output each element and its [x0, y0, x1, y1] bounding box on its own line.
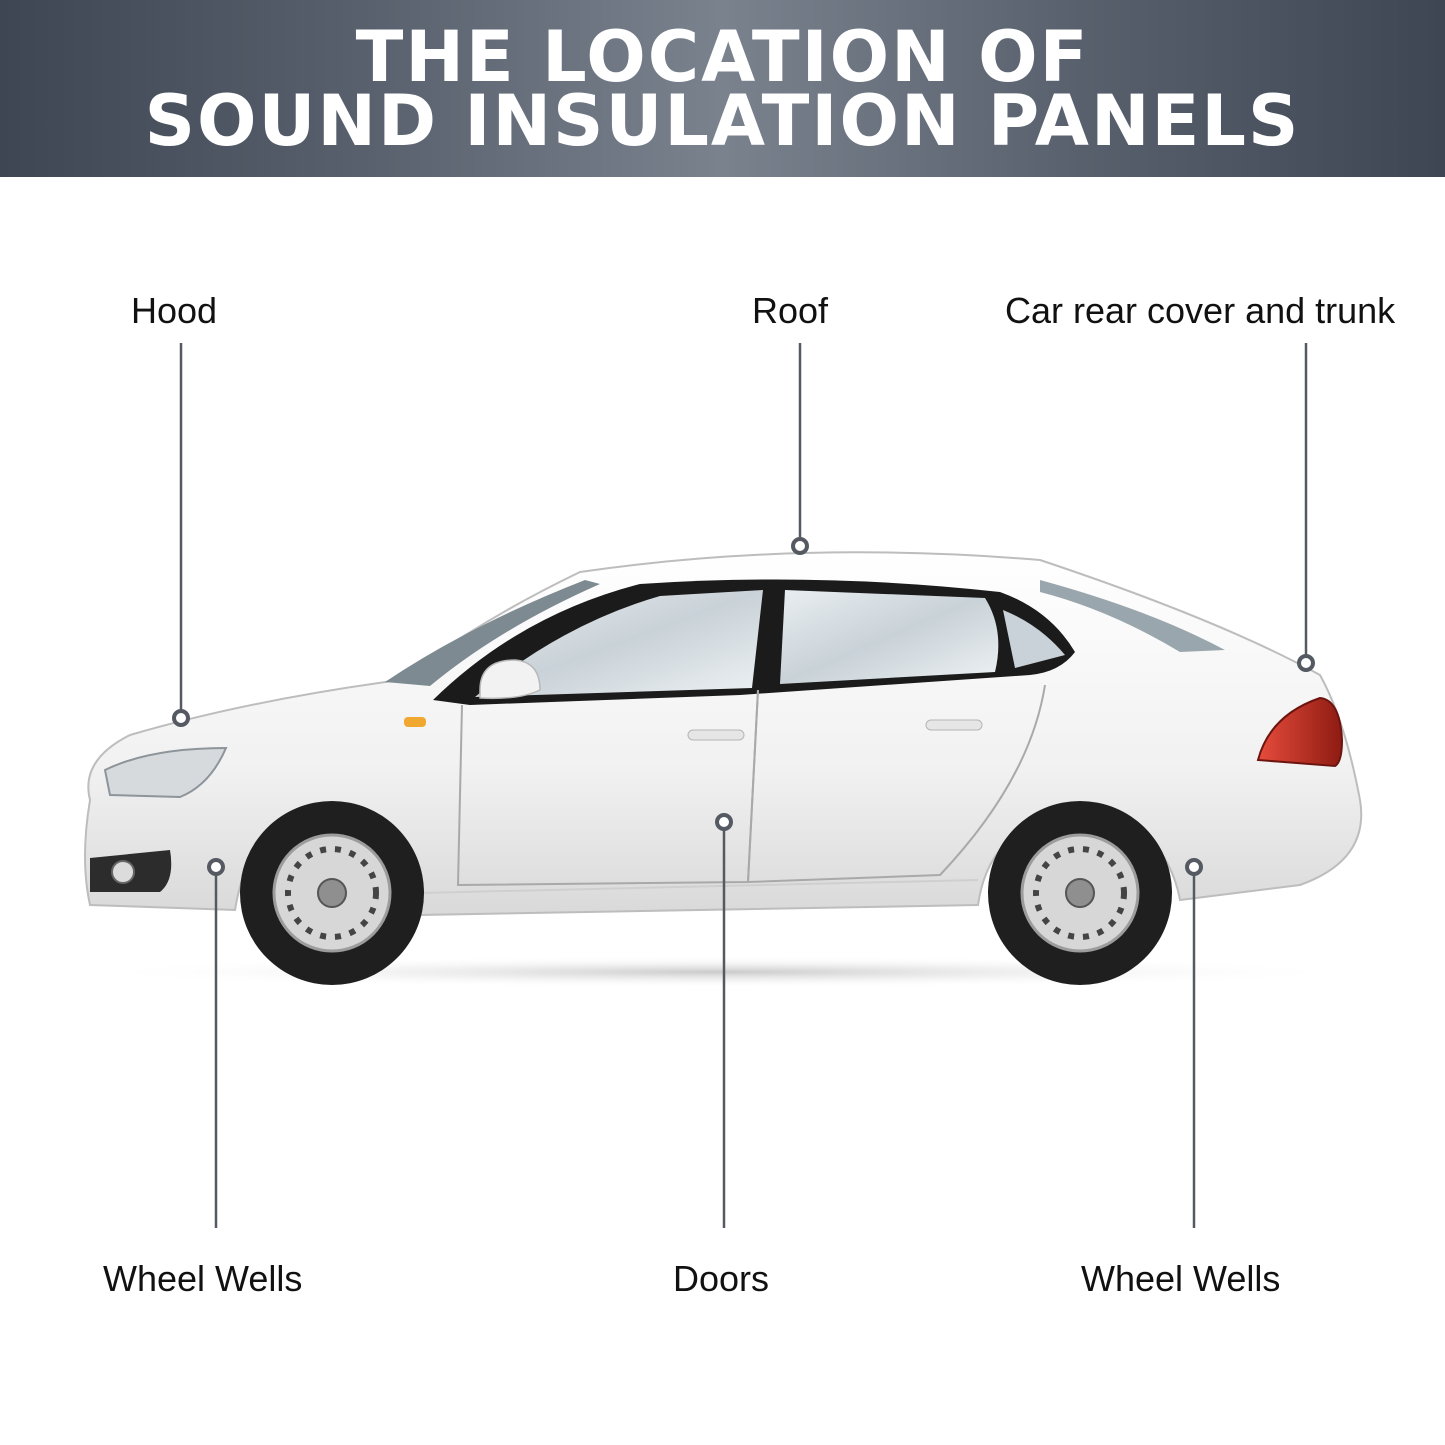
wheel-wells-front-label: Wheel Wells	[103, 1258, 303, 1299]
side-mirror	[479, 659, 541, 700]
title-banner: THE LOCATION OF SOUND INSULATION PANELS	[0, 0, 1445, 177]
wheel-wells-front-marker	[207, 858, 225, 876]
rear-window-glass	[780, 590, 999, 684]
rear-door-handle	[925, 719, 983, 731]
quarter-window-glass	[1003, 610, 1065, 668]
fog-lamp	[111, 860, 135, 884]
sill-line	[419, 879, 979, 894]
doors-marker	[715, 813, 733, 831]
rear-door-outline	[746, 684, 1046, 884]
wheel-wells-rear-label: Wheel Wells	[1081, 1258, 1281, 1299]
doors-label: Doors	[673, 1258, 770, 1299]
windshield	[385, 580, 600, 686]
roof-label: Roof	[752, 290, 829, 331]
rear-wheel	[988, 801, 1172, 985]
tail-light	[1256, 696, 1344, 768]
rear-marker	[1297, 654, 1315, 672]
title-line-2: SOUND INSULATION PANELS	[144, 79, 1301, 162]
headlight	[103, 746, 228, 799]
roof-marker	[791, 537, 809, 555]
front-window-glass	[475, 590, 763, 697]
front-wheel	[240, 801, 424, 985]
hood-marker	[172, 709, 190, 727]
rear-windshield	[1040, 580, 1225, 652]
hood-label: Hood	[131, 290, 218, 331]
front-door-handle	[687, 729, 745, 741]
title-line-1: THE LOCATION OF	[355, 15, 1090, 98]
wheel-wells-rear-marker	[1185, 858, 1203, 876]
rear-label: Car rear cover and trunk	[1005, 290, 1396, 331]
side-marker-light	[404, 717, 426, 727]
